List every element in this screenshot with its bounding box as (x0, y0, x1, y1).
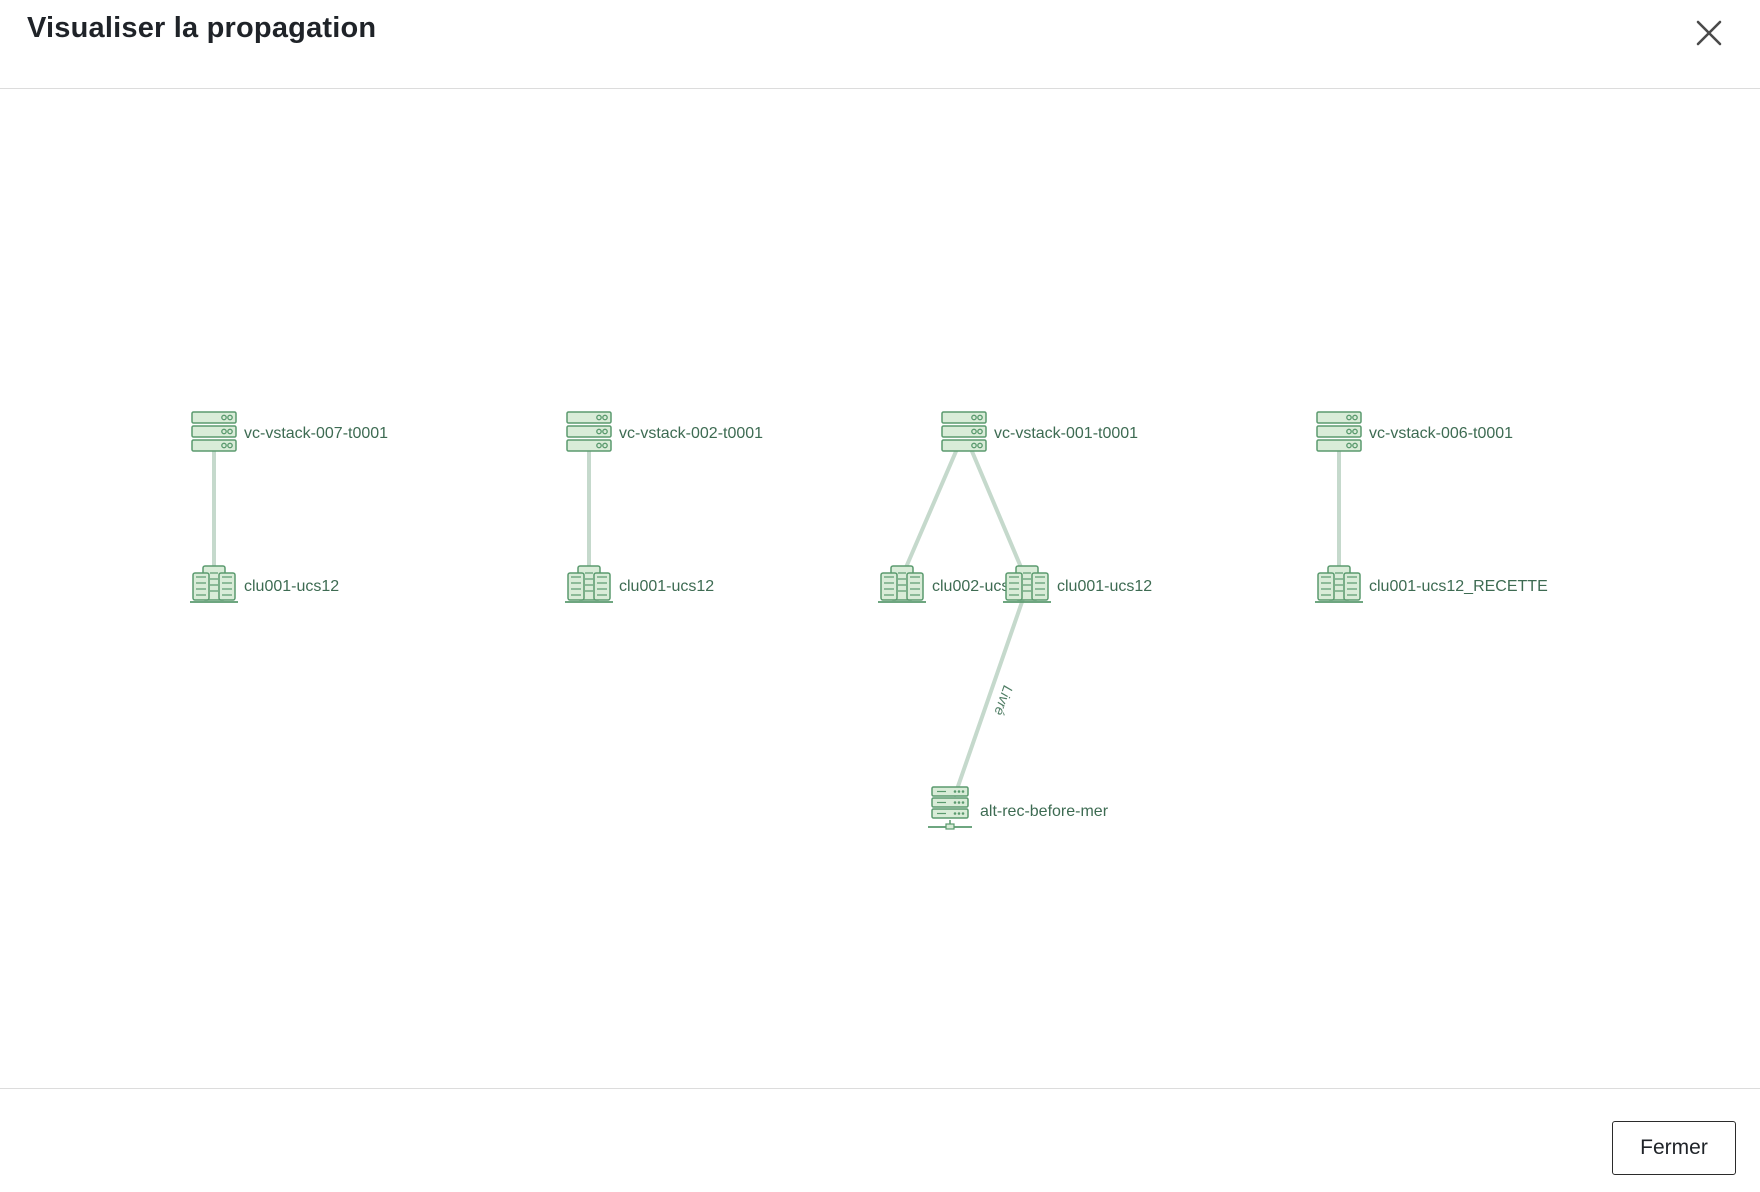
close-button[interactable] (1690, 14, 1728, 52)
server-host-icon (928, 786, 972, 830)
close-icon (1696, 20, 1722, 46)
graph-node-alt[interactable]: alt-rec-before-mer (928, 786, 1109, 830)
graph-node-c2[interactable]: clu001-ucs12 (565, 565, 714, 603)
server-rack-icon (566, 411, 612, 452)
graph-node-c7[interactable]: clu001-ucs12 (190, 565, 339, 603)
fermer-button[interactable]: Fermer (1612, 1121, 1736, 1175)
cluster-icon (190, 565, 238, 603)
cluster-icon (1315, 565, 1363, 603)
cluster-icon (1003, 565, 1051, 603)
graph-canvas[interactable]: Livré vc-vstack-007-t0001 vc-vstack-002-t0… (0, 89, 1760, 1088)
graph-node-c6[interactable]: clu001-ucs12_RECETTE (1315, 565, 1548, 603)
node-label: clu002-ucs12 (932, 578, 1027, 595)
server-rack-icon (191, 411, 237, 452)
graph-edge-vs1-c1a (969, 447, 1025, 574)
node-label: clu001-ucs12_RECETTE (1369, 578, 1548, 595)
graph-edge-c1a-alt (953, 597, 1025, 797)
server-rack-icon (941, 411, 987, 452)
node-label: vc-vstack-006-t0001 (1369, 425, 1513, 442)
node-label: clu001-ucs12 (244, 578, 339, 595)
graph-node-c1a[interactable]: clu001-ucs12 (1003, 565, 1152, 603)
node-label: alt-rec-before-mer (980, 803, 1109, 820)
node-label: clu001-ucs12 (619, 578, 714, 595)
server-rack-icon (1316, 411, 1362, 452)
graph-node-c1b[interactable]: clu002-ucs12 (878, 565, 1027, 603)
graph-node-vs7[interactable]: vc-vstack-007-t0001 (191, 411, 388, 452)
node-label: vc-vstack-007-t0001 (244, 425, 388, 442)
dialog-header: Visualiser la propagation (0, 0, 1760, 89)
graph-node-vs1[interactable]: vc-vstack-001-t0001 (941, 411, 1138, 452)
node-label: vc-vstack-002-t0001 (619, 425, 763, 442)
graph-node-vs2[interactable]: vc-vstack-002-t0001 (566, 411, 763, 452)
dialog-title: Visualiser la propagation (27, 12, 377, 44)
edge-label: Livré (991, 684, 1016, 718)
dialog-footer: Fermer (0, 1088, 1760, 1192)
graph-node-vs6[interactable]: vc-vstack-006-t0001 (1316, 411, 1513, 452)
graph-edge-vs1-c1b (902, 447, 959, 574)
node-label: clu001-ucs12 (1057, 578, 1152, 595)
cluster-icon (878, 565, 926, 603)
propagation-graph[interactable]: Livré vc-vstack-007-t0001 vc-vstack-002-t0… (0, 89, 1760, 1088)
node-label: vc-vstack-001-t0001 (994, 425, 1138, 442)
cluster-icon (565, 565, 613, 603)
